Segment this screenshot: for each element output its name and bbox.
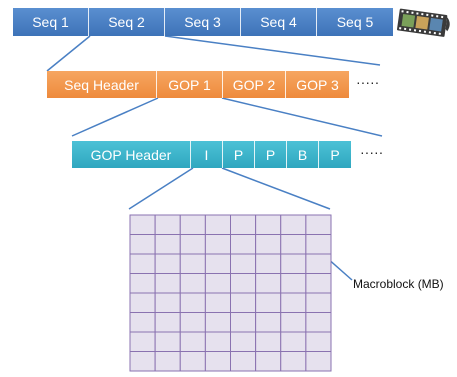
picture-cell-p3: P [319, 141, 351, 168]
seq-cell-5: Seq 5 [317, 8, 393, 36]
macroblock-cell [305, 273, 332, 294]
macroblock-cell [129, 273, 156, 294]
macroblock-cell [230, 351, 257, 372]
seq-header-cell: Seq Header [47, 71, 157, 98]
macroblock-cell [305, 351, 332, 372]
macroblock-cell [179, 273, 206, 294]
macroblock-cell [255, 351, 282, 372]
connector-i-right [221, 167, 331, 210]
seq-cell-1: Seq 1 [13, 8, 89, 36]
macroblock-cell [280, 292, 307, 313]
macroblock-cell [179, 331, 206, 352]
macroblock-cell [280, 312, 307, 333]
macroblock-cell [305, 331, 332, 352]
picture-row: GOP Header I P P B P [72, 141, 351, 168]
macroblock-cell [204, 331, 231, 352]
film-strip-icon [396, 8, 450, 37]
macroblock-cell [129, 253, 156, 274]
macroblock-cell [154, 292, 181, 313]
connector-gop1-left [71, 97, 159, 137]
macroblock-cell [255, 253, 282, 274]
macroblock-cell [280, 234, 307, 255]
picture-cell-p1: P [223, 141, 255, 168]
picture-continuation-dots: ····· [360, 144, 384, 160]
macroblock-cell [280, 331, 307, 352]
macroblock-cell [255, 214, 282, 235]
macroblock-cell [204, 273, 231, 294]
gop-cell-1: GOP 1 [157, 71, 223, 98]
macroblock-cell [230, 234, 257, 255]
macroblock-cell [179, 351, 206, 372]
macroblock-cell [154, 331, 181, 352]
macroblock-cell [305, 312, 332, 333]
macroblock-cell [129, 331, 156, 352]
macroblock-cell [154, 234, 181, 255]
gop-cell-3: GOP 3 [286, 71, 349, 98]
macroblock-cell [204, 214, 231, 235]
gop-row: Seq Header GOP 1 GOP 2 GOP 3 [47, 71, 349, 98]
macroblock-cell [179, 253, 206, 274]
macroblock-cell [305, 234, 332, 255]
gop-continuation-dots: ····· [356, 74, 380, 90]
macroblock-cell [179, 292, 206, 313]
macroblock-cell [129, 234, 156, 255]
macroblock-cell [204, 351, 231, 372]
macroblock-cell [230, 292, 257, 313]
macroblock-cell [154, 273, 181, 294]
gop-header-cell: GOP Header [72, 141, 191, 168]
picture-cell-b: B [287, 141, 319, 168]
macroblock-cell [179, 312, 206, 333]
macroblock-cell [280, 253, 307, 274]
macroblock-cell [305, 292, 332, 313]
gop-cell-2: GOP 2 [223, 71, 286, 98]
seq-cell-4: Seq 4 [241, 8, 317, 36]
macroblock-cell [154, 351, 181, 372]
macroblock-cell [204, 292, 231, 313]
macroblock-cell [230, 273, 257, 294]
macroblock-cell [204, 253, 231, 274]
macroblock-cell [154, 312, 181, 333]
macroblock-cell [255, 331, 282, 352]
macroblock-cell [129, 292, 156, 313]
macroblock-grid [129, 214, 332, 372]
macroblock-cell [280, 273, 307, 294]
macroblock-cell [255, 312, 282, 333]
connector-gop1-right [221, 97, 383, 137]
picture-cell-p2: P [255, 141, 287, 168]
seq-cell-2: Seq 2 [89, 8, 165, 36]
macroblock-cell [280, 214, 307, 235]
macroblock-cell [230, 312, 257, 333]
seq-cell-3: Seq 3 [165, 8, 241, 36]
macroblock-cell [204, 312, 231, 333]
picture-cell-i: I [191, 141, 223, 168]
macroblock-cell [204, 234, 231, 255]
macroblock-cell [154, 253, 181, 274]
macroblock-cell [305, 253, 332, 274]
macroblock-cell [230, 253, 257, 274]
macroblock-cell [280, 351, 307, 372]
macroblock-cell [230, 214, 257, 235]
macroblock-cell [230, 331, 257, 352]
macroblock-cell [255, 273, 282, 294]
macroblock-label: Macroblock (MB) [353, 277, 444, 291]
macroblock-cell [129, 351, 156, 372]
macroblock-cell [129, 214, 156, 235]
macroblock-cell [179, 214, 206, 235]
macroblock-cell [179, 234, 206, 255]
connector-i-left [128, 167, 194, 210]
connector-seq2-left [46, 35, 91, 72]
macroblock-cell [305, 214, 332, 235]
connector-seq2-right [164, 35, 381, 66]
sequence-row: Seq 1 Seq 2 Seq 3 Seq 4 Seq 5 [13, 8, 393, 36]
macroblock-cell [255, 234, 282, 255]
macroblock-cell [255, 292, 282, 313]
macroblock-cell [129, 312, 156, 333]
macroblock-cell [154, 214, 181, 235]
